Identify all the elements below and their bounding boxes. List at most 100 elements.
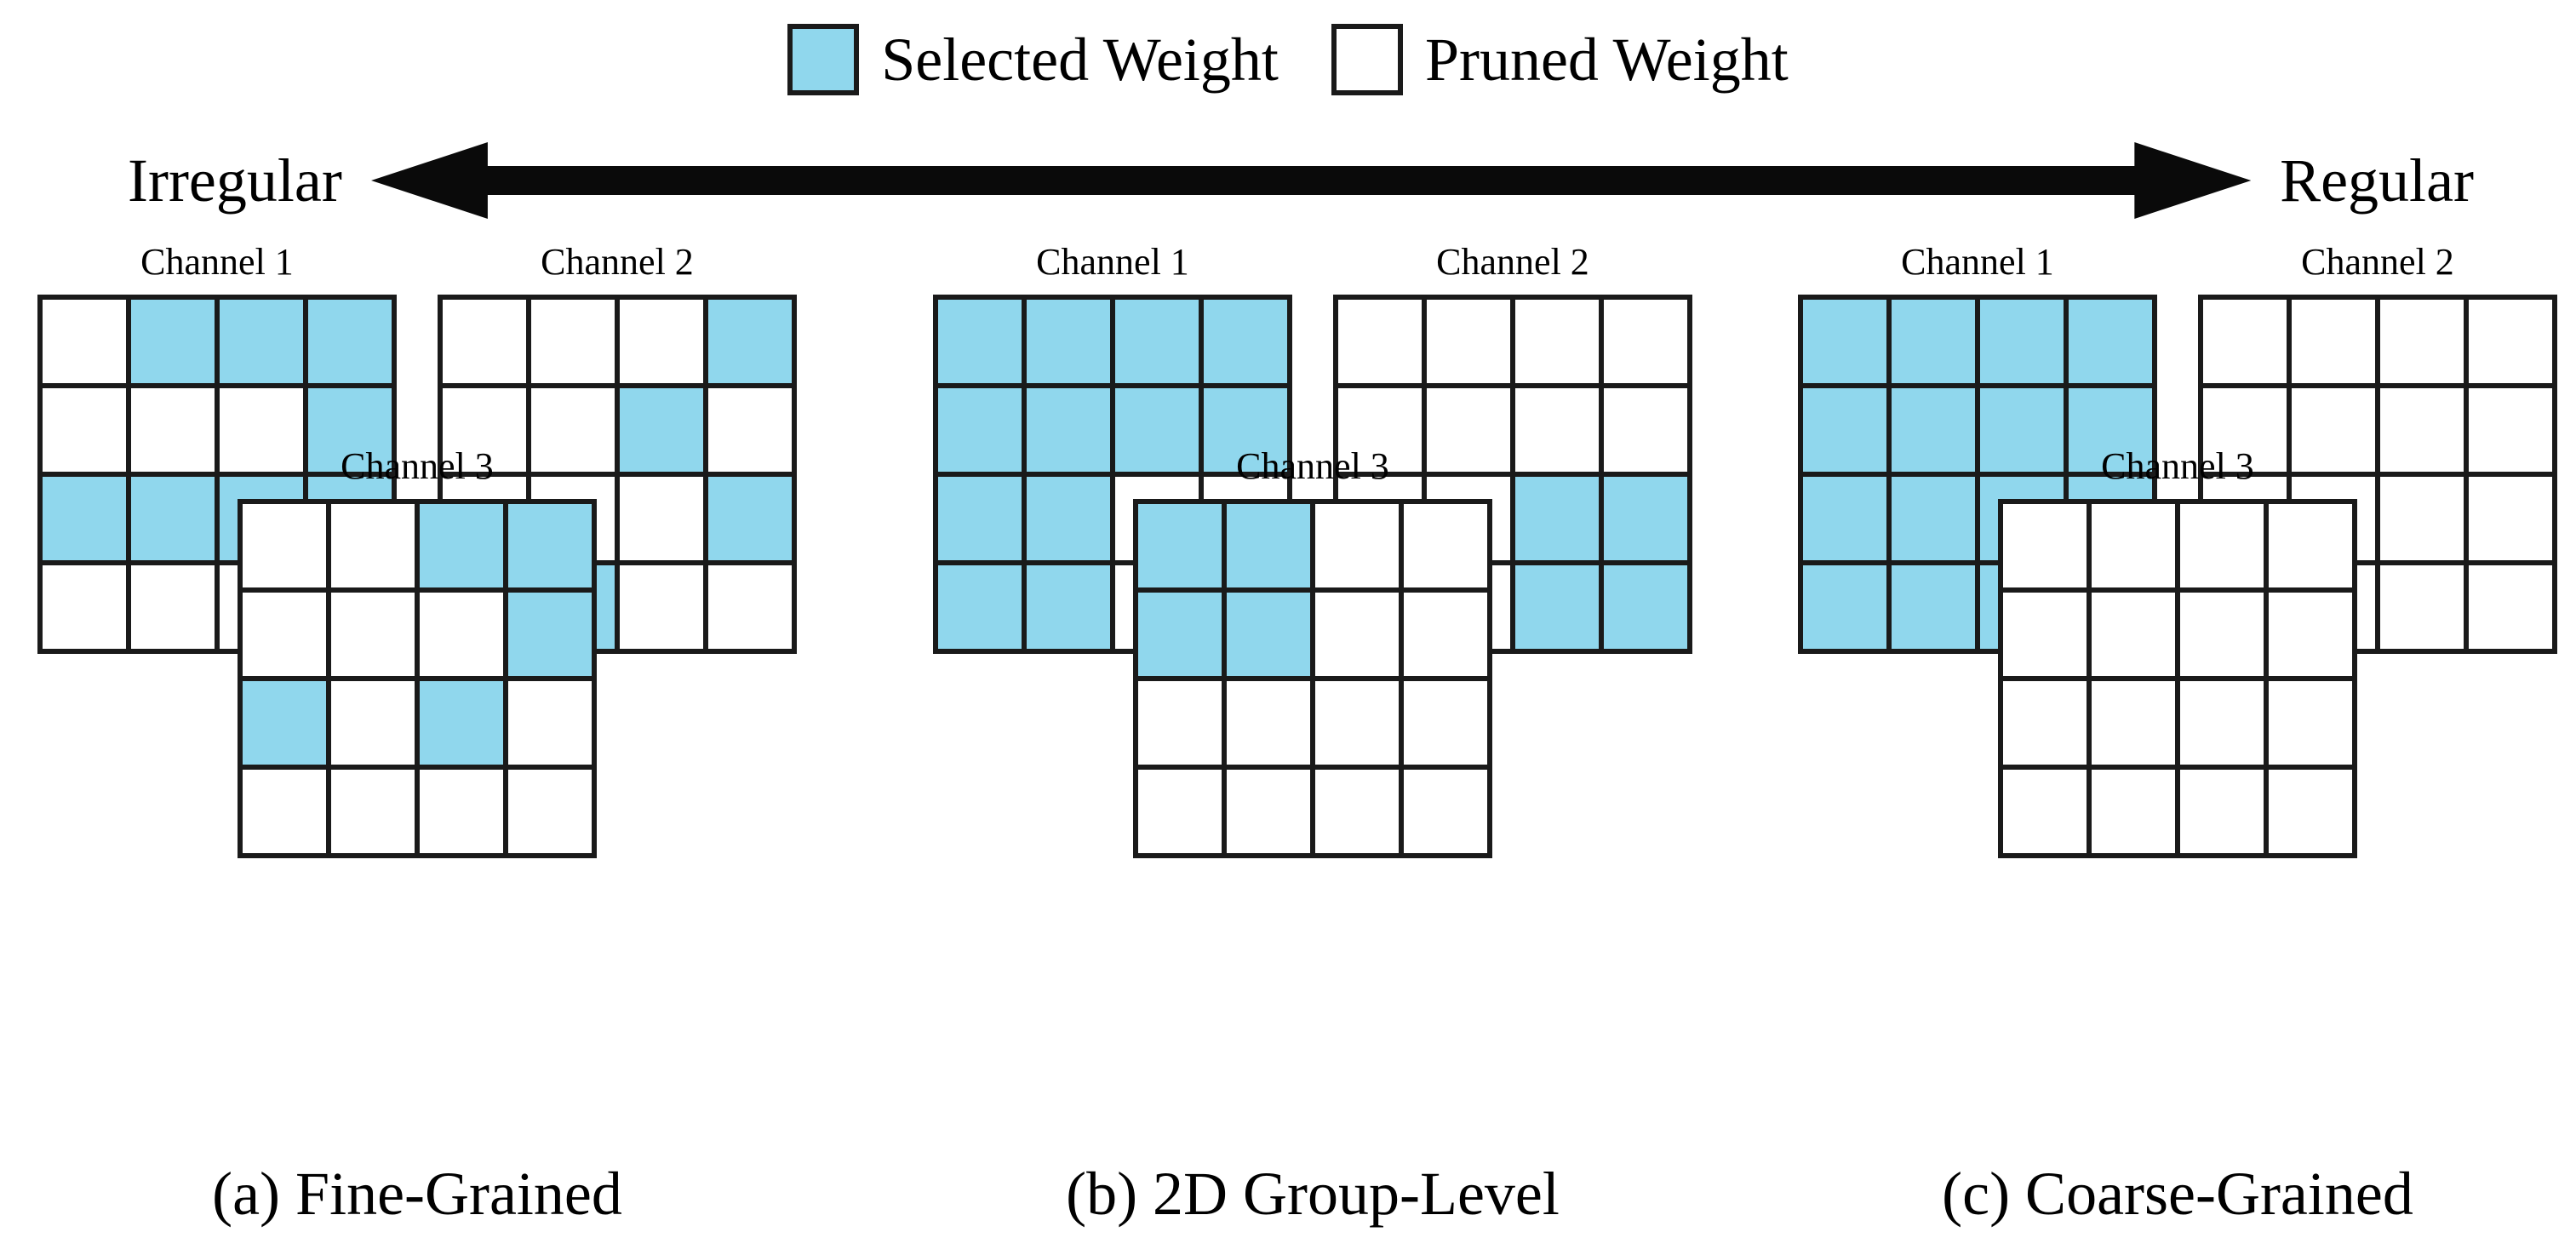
selected-weight-cell <box>1803 300 1892 388</box>
double-headed-arrow-icon <box>370 134 2252 227</box>
selected-weight-cell <box>1980 388 2069 477</box>
selected-weight-cell <box>620 388 708 477</box>
selected-weight-cell <box>1515 565 1604 654</box>
pruned-weight-cell <box>2092 593 2180 681</box>
pruned-weight-cell <box>2292 388 2380 477</box>
weight-mask-grid <box>238 499 597 858</box>
pruned-weight-cell <box>1404 770 1492 858</box>
matrix-title: Channel 2 <box>541 241 694 283</box>
panel-a-bottom-channels: Channel 3 <box>0 448 834 858</box>
pruned-weight-cell <box>2380 565 2469 654</box>
selected-weight-cell <box>938 300 1027 388</box>
pruned-weight-cell <box>1227 770 1315 858</box>
panel-2d-group-level: Channel 1 Channel 2 Channel 3 (b) 2D Gro… <box>896 244 1730 1255</box>
panel-c-bottom-channels: Channel 3 <box>1779 448 2576 858</box>
pruned-weight-cell <box>1515 300 1604 388</box>
matrix-title: Channel 1 <box>140 241 294 283</box>
weight-mask-grid <box>438 295 797 654</box>
selected-weight-cell <box>1027 300 1115 388</box>
pruned-weight-cell <box>2269 681 2357 770</box>
panel-caption-2d-group-level: (b) 2D Group-Level <box>1066 1160 1560 1228</box>
panel-fine-grained: Channel 1 Channel 2 Channel 3 (a) Fine-G… <box>0 244 834 1255</box>
selected-weight-cell <box>1227 504 1315 593</box>
pruned-weight-cell <box>2092 770 2180 858</box>
selected-weight-cell <box>131 300 220 388</box>
pruned-weight-cell <box>2269 770 2357 858</box>
pruned-weight-cell <box>531 388 620 477</box>
matrix-title: Channel 2 <box>1436 241 1589 283</box>
pruned-weight-cell <box>1604 300 1692 388</box>
pruned-weight-cell <box>1138 681 1227 770</box>
pruned-weight-cell <box>420 770 508 858</box>
selected-weight-cell <box>2069 388 2157 477</box>
pruned-weight-cell <box>243 770 331 858</box>
matrix-title: Channel 1 <box>1036 241 1189 283</box>
pruned-weight-cell <box>331 681 420 770</box>
selected-weight-cell <box>708 477 797 565</box>
pruned-weight-cell <box>2469 565 2557 654</box>
selected-weight-cell <box>938 565 1027 654</box>
selected-weight-cell <box>1803 388 1892 477</box>
pruned-weight-cell <box>708 388 797 477</box>
legend-item-selected-weight: Selected Weight <box>787 24 1279 95</box>
selected-weight-cell <box>1227 593 1315 681</box>
pruned-weight-cell <box>1227 681 1315 770</box>
selected-weight-cell <box>708 300 797 388</box>
selected-weight-cell <box>220 300 308 388</box>
pruned-weight-cell <box>1138 770 1227 858</box>
pruned-weight-cell <box>2292 300 2380 388</box>
pruned-weight-cell <box>2203 300 2292 388</box>
pruned-weight-cell <box>43 388 131 477</box>
panel-b-bottom-channels: Channel 3 <box>896 448 1730 858</box>
selected-weight-cell <box>1115 388 1204 477</box>
pruned-weight-cell <box>2180 770 2269 858</box>
selected-weight-swatch-icon <box>787 24 860 95</box>
panel-b-channel-1: Channel 1 <box>933 244 1292 654</box>
pruned-weight-cell <box>2380 388 2469 477</box>
pruned-weight-cell <box>1315 770 1404 858</box>
pruned-weight-cell <box>508 681 597 770</box>
pruned-weight-cell <box>2469 300 2557 388</box>
selected-weight-cell <box>2069 300 2157 388</box>
matrix-title: Channel 1 <box>1901 241 2054 283</box>
selected-weight-cell <box>1204 300 1292 388</box>
selected-weight-cell <box>1138 593 1227 681</box>
matrix-title: Channel 2 <box>2301 241 2454 283</box>
pruned-weight-cell <box>1315 681 1404 770</box>
panel-c-channel-2: Channel 2 <box>2198 244 2557 654</box>
selected-weight-cell <box>508 504 597 593</box>
pruned-weight-cell <box>2180 681 2269 770</box>
pruned-weight-cell <box>531 300 620 388</box>
selected-weight-cell <box>420 504 508 593</box>
pruned-weight-cell <box>1315 593 1404 681</box>
pruned-weight-cell <box>2003 504 2092 593</box>
pruned-weight-cell <box>508 770 597 858</box>
pruned-weight-cell <box>620 477 708 565</box>
pruned-weight-cell <box>420 593 508 681</box>
panel-caption-fine-grained: (a) Fine-Grained <box>212 1160 622 1228</box>
pruned-weight-cell <box>1604 388 1692 477</box>
pruned-weight-cell <box>2092 504 2180 593</box>
selected-weight-cell <box>1115 300 1204 388</box>
panel-a-channel-2: Channel 2 <box>438 244 797 654</box>
selected-weight-cell <box>1027 477 1115 565</box>
matrix-title: Channel 3 <box>2101 445 2254 487</box>
selected-weight-cell <box>1515 477 1604 565</box>
pruned-weight-cell <box>2469 477 2557 565</box>
legend-label-selected-weight: Selected Weight <box>881 26 1279 94</box>
selected-weight-cell <box>1892 565 1980 654</box>
selected-weight-cell <box>1604 477 1692 565</box>
pruned-weight-cell <box>620 300 708 388</box>
pruned-weight-cell <box>131 565 220 654</box>
selected-weight-cell <box>1204 388 1292 477</box>
weight-mask-grid <box>1998 499 2357 858</box>
pruned-weight-cell <box>2380 477 2469 565</box>
pruned-weight-cell <box>2180 504 2269 593</box>
panel-caption-coarse-grained: (c) Coarse-Grained <box>1942 1160 2413 1228</box>
weight-mask-grid <box>2198 295 2557 654</box>
selected-weight-cell <box>243 681 331 770</box>
pruned-weight-cell <box>1338 300 1427 388</box>
pruned-weight-cell <box>708 565 797 654</box>
selected-weight-cell <box>420 681 508 770</box>
legend-label-pruned-weight: Pruned Weight <box>1424 26 1789 94</box>
